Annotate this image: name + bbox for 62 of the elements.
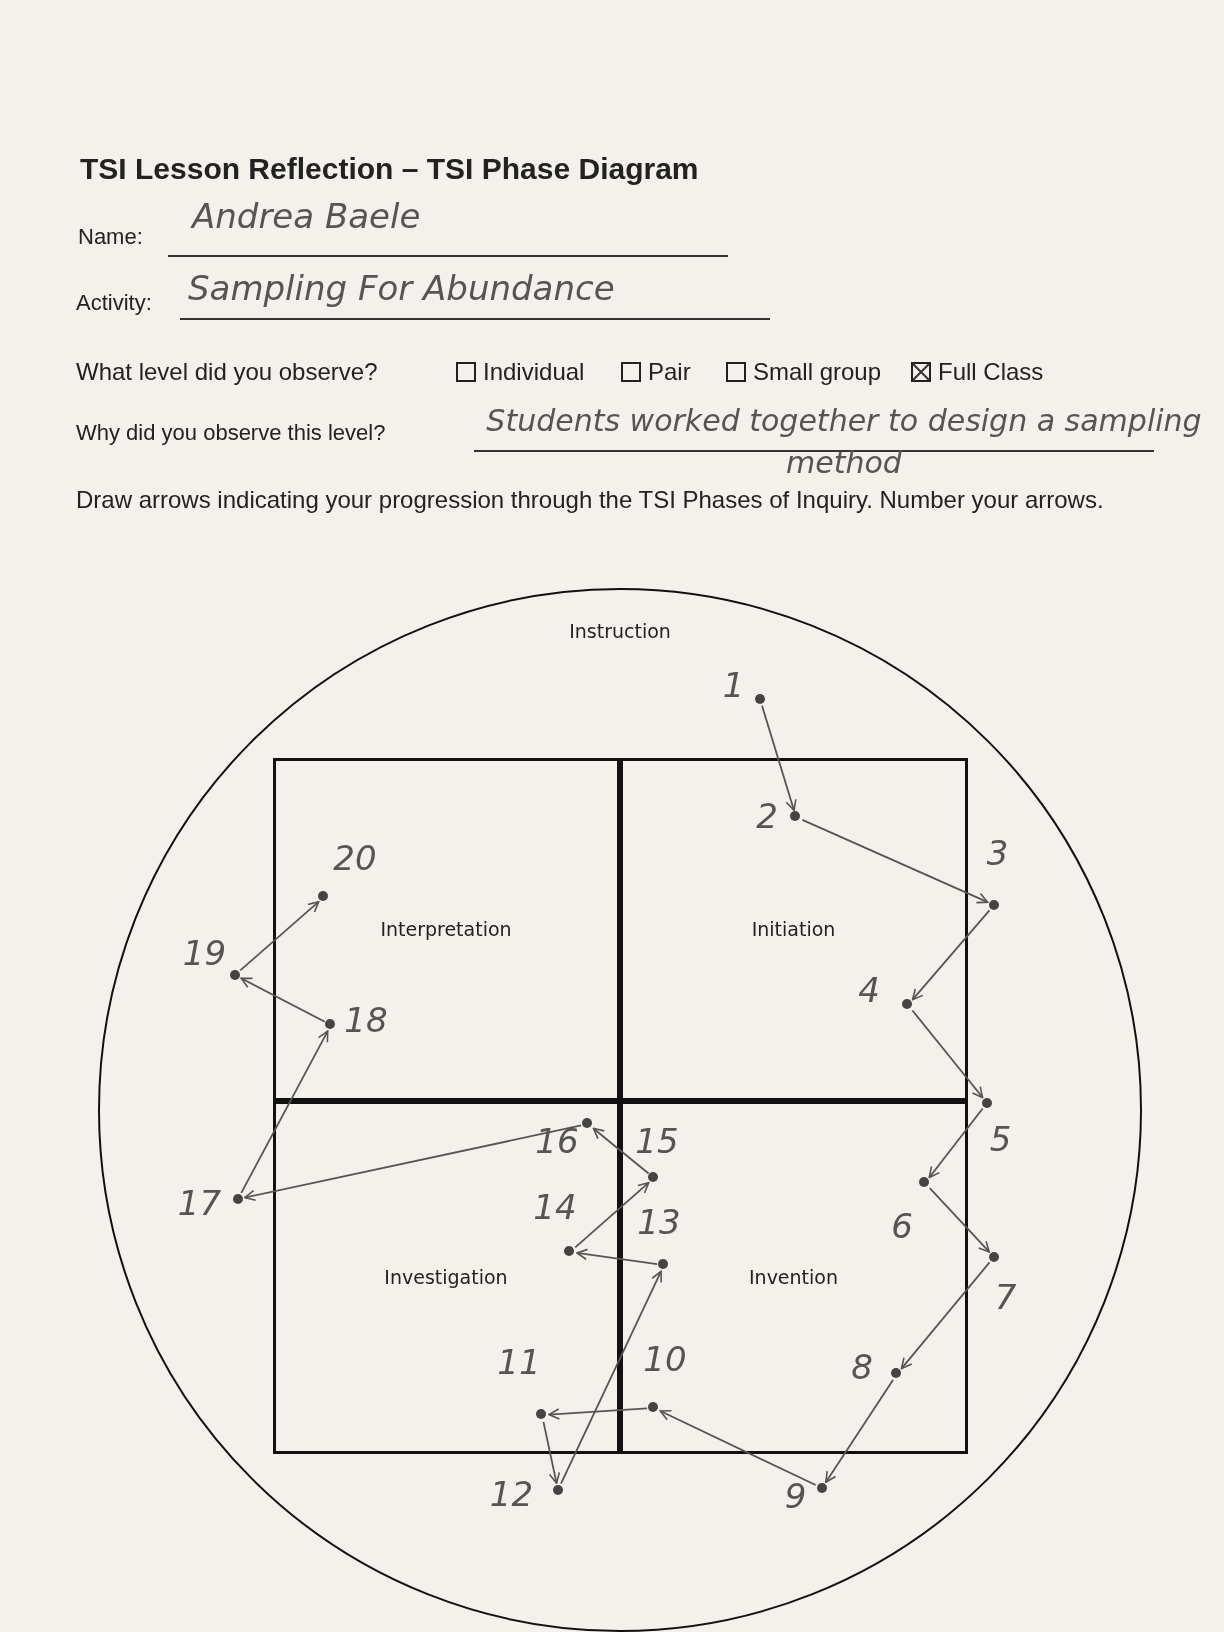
option-label: Pair xyxy=(648,358,691,386)
phase-label: Initiation xyxy=(750,918,837,940)
handwritten-number: 15 xyxy=(635,1123,679,1159)
arrow xyxy=(243,1124,583,1202)
handwritten-number: 8 xyxy=(851,1349,873,1385)
phase-label: Invention xyxy=(748,1266,839,1288)
phase-box xyxy=(619,1100,968,1454)
handwritten-number: 2 xyxy=(756,798,778,834)
arrow xyxy=(576,1248,658,1265)
handwritten-number: 3 xyxy=(986,834,1009,871)
handwritten-number: 18 xyxy=(344,1002,388,1038)
handwritten-number: 12 xyxy=(489,1475,534,1512)
arrow xyxy=(928,1187,991,1253)
handwritten-number: 16 xyxy=(535,1123,579,1159)
label-text: Name: xyxy=(78,224,143,250)
phase-label: Interpretation xyxy=(379,918,513,940)
arrow xyxy=(824,1378,895,1484)
arrow xyxy=(801,818,989,904)
handwritten-number: 19 xyxy=(182,934,227,971)
arrow xyxy=(900,1261,991,1370)
handwritten-number: 4 xyxy=(858,972,880,1008)
phase-box xyxy=(619,757,968,1101)
arrow xyxy=(548,1407,648,1420)
handwritten-number: 13 xyxy=(637,1204,681,1240)
arrow xyxy=(574,1181,650,1249)
phase-label: Investigation xyxy=(383,1266,509,1288)
arrow xyxy=(592,1127,650,1175)
title: TSI Lesson Reflection – TSI Phase Diagram xyxy=(80,152,699,186)
label-text: What level did you observe? xyxy=(76,358,378,386)
arrow xyxy=(659,1410,817,1486)
handwritten-number: 20 xyxy=(333,840,377,876)
handwritten-number: 9 xyxy=(784,1477,807,1514)
label-text: Draw arrows indicating your progression through the TSI Phases of Inquiry. Number your arrows. xyxy=(76,486,1105,514)
option-label: Individual xyxy=(483,358,585,386)
arrow xyxy=(560,1270,663,1485)
handwritten-number: 6 xyxy=(891,1208,913,1244)
handwritten-text: Sampling For Abundance xyxy=(188,268,615,308)
arrow xyxy=(240,977,326,1023)
arrow xyxy=(239,900,320,972)
arrow xyxy=(240,1030,329,1194)
handwritten-text: Andrea Baele xyxy=(192,196,421,236)
phase-label: Instruction xyxy=(568,620,672,642)
arrow xyxy=(928,1107,984,1179)
handwritten-number: 14 xyxy=(533,1189,577,1225)
label-text: Activity: xyxy=(76,290,152,316)
handwritten-number: 5 xyxy=(989,1120,1012,1157)
handwritten-number: 10 xyxy=(643,1341,687,1377)
arrow xyxy=(542,1420,561,1485)
option-label: Small group xyxy=(753,358,882,386)
arrow xyxy=(911,1009,984,1099)
option-label: Full Class xyxy=(938,358,1044,386)
arrow xyxy=(761,704,797,812)
handwritten-number: 1 xyxy=(722,666,745,703)
label-text: Why did you observe this level? xyxy=(76,420,386,446)
arrow xyxy=(911,909,991,1001)
phase-box xyxy=(272,757,620,1101)
phase-box xyxy=(272,1100,620,1454)
phase-circle xyxy=(98,588,1142,1632)
handwritten-number: 7 xyxy=(994,1278,1017,1315)
handwritten-text: Students worked together to design a sampling method xyxy=(485,402,1203,482)
handwritten-number: 17 xyxy=(177,1184,222,1221)
handwritten-number: 11 xyxy=(497,1344,541,1380)
